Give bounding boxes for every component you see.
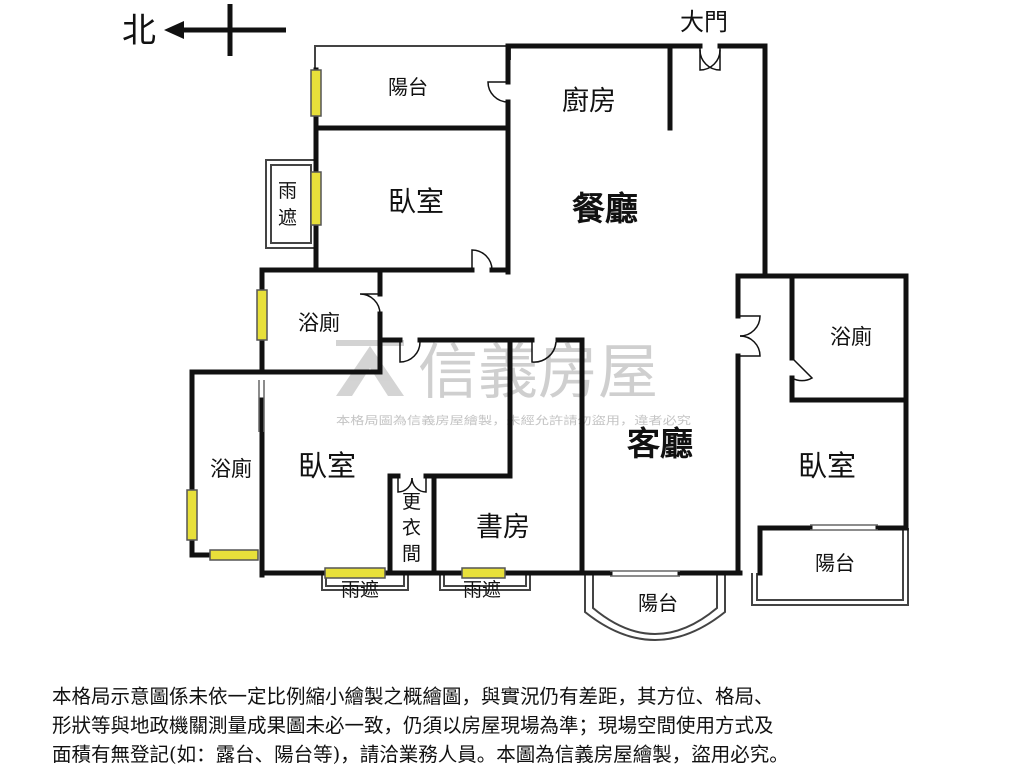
label-study: 書房 <box>476 512 530 543</box>
label-dining-room: 餐廳 <box>572 189 638 228</box>
disclaimer-text: 本格局示意圖係未依一定比例縮小繪製之概繪圖，與實況仍有差距，其方位、格局、 形狀… <box>52 682 992 768</box>
label-bath-right: 浴廁 <box>830 325 872 349</box>
label-closet-1: 更 <box>402 491 421 513</box>
label-bath-far-left: 浴廁 <box>210 457 252 481</box>
north-label: 北 <box>122 11 156 51</box>
label-balcony-top: 陽台 <box>388 75 428 99</box>
watermark-notice: 本格局圖為信義房屋繪製，未經允許請勿盜用，違者必究 <box>336 413 691 427</box>
label-canopy-bottom-2: 雨遮 <box>463 579 501 601</box>
label-main-entrance: 大門 <box>680 8 728 36</box>
label-canopy-left-1: 雨 <box>278 180 297 202</box>
north-arrow-icon <box>164 4 286 56</box>
label-bedroom-master: 臥室 <box>298 449 356 483</box>
label-canopy-bottom-1: 雨遮 <box>341 579 379 601</box>
label-kitchen: 廚房 <box>562 86 616 117</box>
disclaimer-line: 形狀等與地政機關測量成果圖未必一致，仍須以房屋現場為準；現場空間使用方式及 <box>52 714 774 737</box>
label-balcony-bottom: 陽台 <box>638 591 678 615</box>
label-closet-3: 間 <box>402 543 421 565</box>
label-living-room: 客廳 <box>627 424 693 463</box>
label-canopy-left-2: 遮 <box>278 207 297 229</box>
disclaimer-line: 面積有無登記(如：露台、陽台等)，請洽業務人員。本圖為信義房屋繪製，盜用必究。 <box>52 743 789 766</box>
windows <box>186 69 506 579</box>
label-bedroom-top: 臥室 <box>388 185 444 218</box>
label-bedroom-right: 臥室 <box>798 449 856 483</box>
label-bath-mid-left: 浴廁 <box>298 311 340 335</box>
watermark-logo <box>336 340 404 396</box>
sliding-doors <box>258 380 878 577</box>
disclaimer-line: 本格局示意圖係未依一定比例縮小繪製之概繪圖，與實況仍有差距，其方位、格局、 <box>52 685 774 708</box>
label-balcony-right: 陽台 <box>815 551 855 575</box>
label-closet-2: 衣 <box>402 517 421 539</box>
watermark-brand: 信義房屋 <box>418 338 658 408</box>
door-swings <box>359 46 814 493</box>
